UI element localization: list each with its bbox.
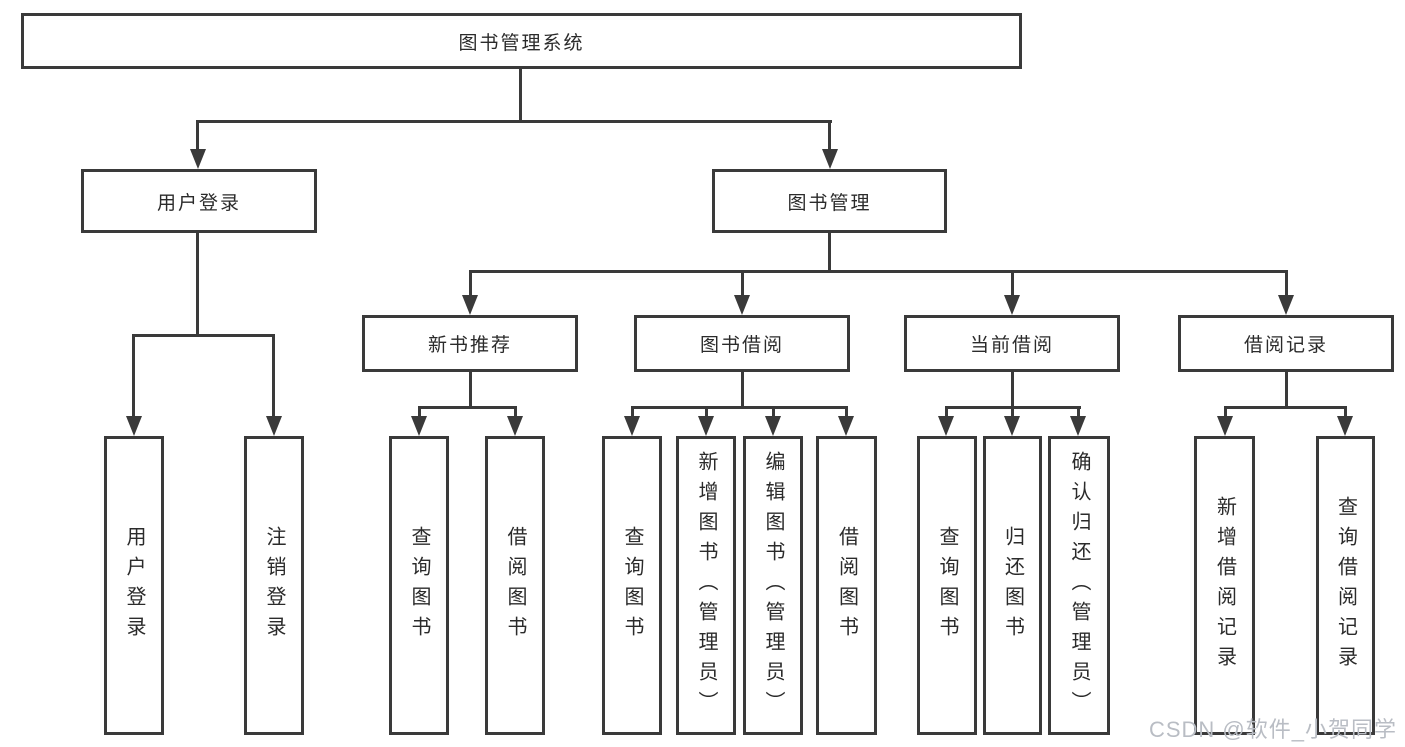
arrow-down-icon — [1337, 416, 1353, 436]
leaf-add-books-admin: 新增图书（管理员） — [676, 436, 736, 735]
leaf-query-books: 查询图书 — [389, 436, 449, 735]
connector-line — [772, 406, 775, 416]
connector-line — [418, 406, 421, 416]
arrow-down-icon — [507, 416, 523, 436]
arrow-down-icon — [938, 416, 954, 436]
connector-line — [1285, 372, 1288, 406]
node-label: 用户登录 — [123, 525, 145, 646]
leaf-logout: 注销登录 — [244, 436, 304, 735]
node-borrowing-records: 借阅记录 — [1178, 315, 1394, 372]
node-label: 确认归还（管理员） — [1068, 450, 1090, 721]
connector-line — [469, 270, 1287, 273]
connector-line — [1224, 406, 1347, 409]
leaf-query-books: 查询图书 — [917, 436, 977, 735]
arrow-down-icon — [1004, 416, 1020, 436]
connector-line — [196, 120, 199, 149]
connector-line — [1077, 406, 1080, 416]
node-label: 借阅记录 — [1243, 335, 1328, 356]
connector-line — [132, 334, 275, 337]
node-label: 借阅图书 — [504, 525, 526, 646]
node-label: 编辑图书（管理员） — [762, 450, 784, 721]
node-book-management: 图书管理 — [712, 169, 947, 233]
leaf-add-borrow-record: 新增借阅记录 — [1194, 436, 1255, 735]
node-label: 查询图书 — [936, 525, 958, 646]
arrow-down-icon — [765, 416, 781, 436]
connector-line — [1344, 406, 1347, 416]
leaf-edit-books-admin: 编辑图书（管理员） — [743, 436, 803, 735]
arrow-down-icon — [1004, 295, 1020, 315]
connector-line — [514, 406, 517, 416]
node-label: 新增借阅记录 — [1213, 495, 1236, 676]
connector-line — [469, 270, 472, 295]
arrow-down-icon — [462, 295, 478, 315]
arrow-down-icon — [411, 416, 427, 436]
connector-line — [1011, 406, 1014, 416]
node-label: 查询图书 — [621, 525, 643, 646]
connector-line — [132, 334, 135, 416]
connector-line — [1285, 270, 1288, 295]
connector-line — [469, 372, 472, 406]
node-label: 归还图书 — [1001, 525, 1024, 646]
connector-line — [272, 334, 275, 416]
arrow-down-icon — [822, 149, 838, 169]
node-label: 查询借阅记录 — [1334, 495, 1357, 676]
connector-line — [828, 233, 831, 270]
node-library-management-system: 图书管理系统 — [21, 13, 1022, 69]
leaf-query-books: 查询图书 — [602, 436, 662, 735]
arrow-down-icon — [698, 416, 714, 436]
node-label: 图书管理 — [787, 192, 872, 214]
connector-line — [631, 406, 847, 409]
csdn-watermark: CSDN @软件_小贺同学 — [1148, 717, 1397, 742]
node-label: 当前借阅 — [969, 335, 1054, 356]
connector-line — [196, 233, 199, 334]
arrow-down-icon — [1217, 416, 1233, 436]
node-user-login: 用户登录 — [81, 169, 317, 233]
node-label: 新书推荐 — [427, 335, 512, 356]
arrow-down-icon — [126, 416, 142, 436]
connector-line — [828, 120, 831, 149]
arrow-down-icon — [624, 416, 640, 436]
connector-line — [741, 270, 744, 295]
connector-line — [845, 406, 848, 416]
connector-line — [418, 406, 517, 409]
node-label: 注销登录 — [263, 525, 285, 646]
node-label: 新增图书（管理员） — [695, 450, 717, 721]
leaf-user-login: 用户登录 — [104, 436, 164, 735]
connector-line — [519, 69, 522, 120]
node-label: 查询图书 — [408, 525, 430, 646]
node-label: 借阅图书 — [835, 525, 858, 646]
node-label: 图书借阅 — [699, 335, 784, 356]
arrow-down-icon — [190, 149, 206, 169]
leaf-return-books: 归还图书 — [983, 436, 1042, 735]
connector-line — [1224, 406, 1227, 416]
leaf-query-borrow-record: 查询借阅记录 — [1316, 436, 1375, 735]
node-label: 图书管理系统 — [458, 32, 585, 54]
leaf-confirm-return-admin: 确认归还（管理员） — [1048, 436, 1110, 735]
arrow-down-icon — [1070, 416, 1086, 436]
connector-line — [196, 120, 832, 123]
connector-line — [945, 406, 948, 416]
node-new-book-recommendation: 新书推荐 — [362, 315, 578, 372]
leaf-borrow-books: 借阅图书 — [816, 436, 877, 735]
arrow-down-icon — [266, 416, 282, 436]
node-book-borrowing: 图书借阅 — [634, 315, 850, 372]
node-current-borrowing: 当前借阅 — [904, 315, 1120, 372]
arrow-down-icon — [734, 295, 750, 315]
arrow-down-icon — [1278, 295, 1294, 315]
connector-line — [741, 372, 744, 406]
node-label: 用户登录 — [156, 192, 241, 214]
connector-line — [1011, 270, 1014, 295]
connector-line — [705, 406, 708, 416]
connector-line — [1011, 372, 1014, 406]
arrow-down-icon — [838, 416, 854, 436]
connector-line — [631, 406, 634, 416]
leaf-borrow-books: 借阅图书 — [485, 436, 545, 735]
